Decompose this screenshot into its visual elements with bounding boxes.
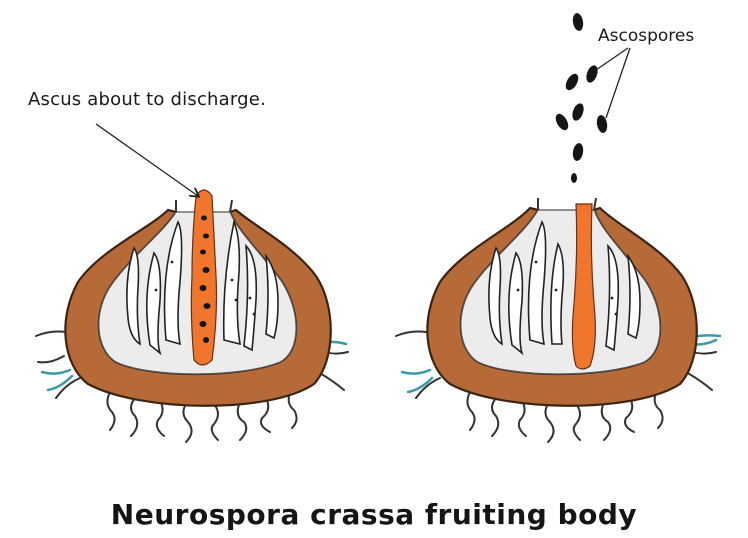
left-perithecium (36, 124, 348, 442)
ascus-label: Ascus about to discharge. (28, 89, 266, 110)
ascospores-label: Ascospores (598, 26, 694, 46)
right-perithecium (396, 12, 720, 442)
ascospores-pointer-lines (596, 48, 630, 118)
figure-caption: Neurospora crassa fruiting body (0, 498, 748, 531)
ascus-pointer-arrow (96, 124, 198, 196)
